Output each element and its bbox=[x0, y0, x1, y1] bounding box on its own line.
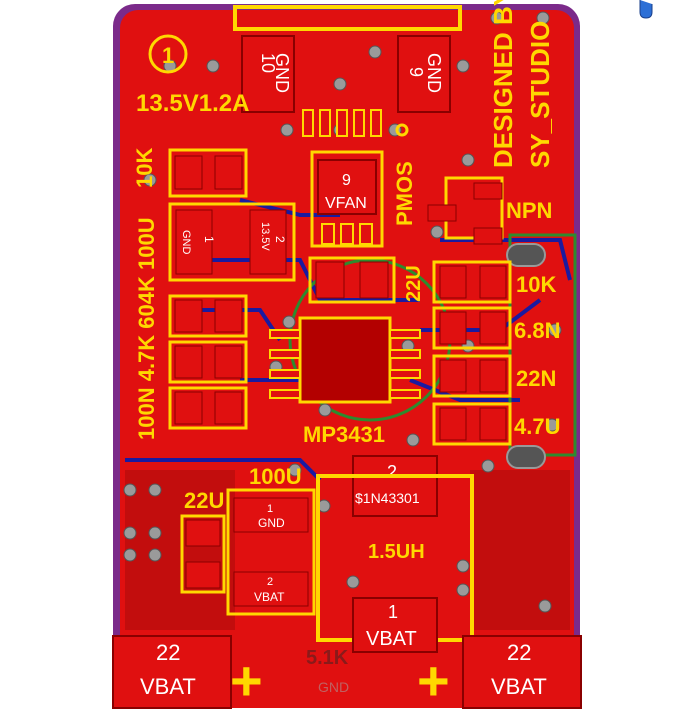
c22u-mid-pad bbox=[359, 261, 389, 299]
c22u-mid-outline bbox=[308, 256, 396, 304]
fiducial-circle bbox=[148, 34, 188, 74]
c22u-bot-pad bbox=[185, 519, 221, 547]
pad-diode-num: 2 bbox=[387, 462, 397, 482]
r-left-label: 10K bbox=[132, 148, 157, 188]
pmos-label: PMOS bbox=[392, 161, 417, 226]
pad-gnd-left bbox=[241, 35, 295, 113]
pad-vbat-left-num: 22 bbox=[156, 640, 180, 665]
slot-hole bbox=[506, 243, 546, 267]
pad-vbat-center-name: VBAT bbox=[366, 628, 417, 650]
connector-pins bbox=[302, 109, 382, 137]
pad-cap-135 bbox=[249, 209, 287, 275]
pad-vfan-num: 9 bbox=[342, 172, 351, 189]
c22u-bot-pad bbox=[185, 561, 221, 589]
pad-gnd-left-num: 10 bbox=[258, 53, 278, 73]
gnd-bottom-label: GND bbox=[318, 679, 349, 695]
left-values-label: 100N 4.7K 604K 100U bbox=[134, 217, 159, 440]
cap-135-outline bbox=[168, 202, 296, 282]
ic-pins bbox=[269, 329, 421, 399]
pad-cap-gnd-name: GND bbox=[180, 230, 192, 255]
pad-cap-vbat-bot bbox=[233, 571, 309, 607]
pad-cap-gnd-bot-name: GND bbox=[258, 516, 285, 530]
r-left-outline bbox=[168, 148, 248, 198]
pin-cursor-icon[interactable] bbox=[639, 0, 653, 19]
pad-cap-vbat-bot-num: 2 bbox=[267, 576, 273, 588]
vfan-outline bbox=[310, 150, 384, 248]
c22u-mid-pad bbox=[315, 261, 345, 299]
pad-cap-vbat-bot-name: VBAT bbox=[254, 590, 285, 604]
c100u-bot-label: 100U bbox=[249, 464, 302, 489]
output-spec-label: 13.5V1.2A bbox=[136, 90, 249, 117]
c22u-bot-outline bbox=[180, 514, 226, 594]
npn-pad bbox=[473, 227, 503, 245]
plus-right: + bbox=[417, 649, 450, 712]
pad-vfan-name: VFAN bbox=[325, 195, 367, 212]
pad-cap-gnd bbox=[175, 209, 213, 275]
r-left-pad bbox=[174, 155, 203, 190]
fiducial-label: 1 bbox=[162, 43, 174, 68]
designed-by-line1: DESIGNED BY bbox=[488, 0, 518, 168]
c4u7-label: 4.7U bbox=[514, 414, 560, 439]
c22n-label: 22N bbox=[516, 366, 556, 391]
r-left-pad bbox=[214, 155, 243, 190]
designed-by-line2: SY_STUDIO bbox=[525, 21, 555, 168]
pad-gnd-right-num: 9 bbox=[406, 67, 426, 77]
pad-diode bbox=[352, 455, 438, 517]
pad-gnd-right bbox=[397, 35, 451, 113]
left-passives bbox=[168, 294, 248, 430]
c22u-mid-label: 22U bbox=[403, 265, 425, 302]
inductor-label: 1.5UH bbox=[368, 541, 425, 563]
plus-left: + bbox=[230, 649, 263, 712]
pad-vbat-left bbox=[112, 635, 232, 709]
r10k-right-label: 10K bbox=[516, 272, 556, 297]
slot-hole bbox=[506, 445, 546, 469]
pad-gnd-right-name: GND bbox=[424, 53, 444, 93]
copper-region bbox=[470, 470, 570, 630]
c6n8-label: 6.8N bbox=[514, 318, 560, 343]
pad-cap-135-name: 13.5V bbox=[259, 222, 271, 251]
npn-label: NPN bbox=[506, 198, 552, 223]
right-passives bbox=[432, 260, 512, 446]
copper-region bbox=[125, 470, 235, 630]
faint-5k1-label: 5.1K bbox=[306, 647, 349, 669]
pad-vfan bbox=[317, 159, 377, 215]
pad-cap-gnd-bot bbox=[233, 497, 309, 533]
pad-cap-gnd-num: 1 bbox=[202, 236, 216, 243]
pad-vbat-right-num: 22 bbox=[507, 640, 531, 665]
pin1-dot bbox=[395, 123, 409, 137]
pad-vbat-center-num: 1 bbox=[388, 602, 398, 622]
ic-body bbox=[298, 316, 392, 404]
pad-diode-name: $1N43301 bbox=[355, 490, 420, 506]
npn-pad bbox=[427, 204, 457, 222]
pad-vbat-right-name: VBAT bbox=[491, 674, 547, 699]
pad-vbat-center bbox=[352, 597, 438, 653]
pad-vbat-right bbox=[462, 635, 582, 709]
pad-cap-gnd-bot-num: 1 bbox=[267, 503, 273, 515]
c22u-bot-label: 22U bbox=[184, 488, 224, 513]
ic-label: MP3431 bbox=[303, 422, 385, 447]
header-outline bbox=[233, 5, 462, 31]
pad-cap-135-num: 2 bbox=[273, 236, 287, 243]
c100u-bot-outline bbox=[226, 488, 316, 616]
npn-pad bbox=[473, 182, 503, 200]
vfan-legs bbox=[321, 223, 373, 245]
pad-gnd-left-name: GND bbox=[272, 53, 292, 93]
pad-vbat-left-name: VBAT bbox=[140, 674, 196, 699]
